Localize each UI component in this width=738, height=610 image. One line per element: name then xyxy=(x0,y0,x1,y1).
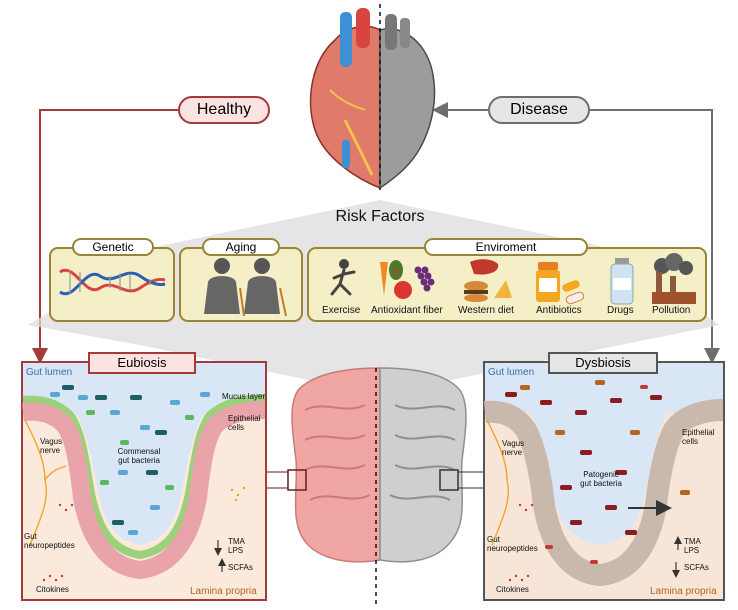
eubiosis-panel xyxy=(21,361,267,601)
genetic-label: Genetic xyxy=(92,240,134,254)
environment-label: Enviroment xyxy=(475,240,537,254)
dysbiosis-lps-label: LPS xyxy=(684,546,700,555)
pollution-icon xyxy=(652,253,696,304)
healthy-label: Healthy xyxy=(196,101,252,118)
drugs-label: Drugs xyxy=(607,305,634,316)
disease-label: Disease xyxy=(510,101,568,118)
dysbiosis-title: Dysbiosis xyxy=(575,355,631,370)
dysbiosis-title-box: Dysbiosis xyxy=(548,352,658,374)
pathogenic-bacteria-label: Patogenic gut bacteria xyxy=(580,470,622,488)
healthy-arrow xyxy=(32,109,178,364)
dysbiosis-gut-lumen: Gut lumen xyxy=(488,367,535,378)
eubiosis-vagus-label: Vagus nerve xyxy=(40,437,63,455)
environment-tab: Enviroment xyxy=(424,238,588,256)
eubiosis-title-box: Eubiosis xyxy=(88,352,196,374)
dysbiosis-vagus-label: Vagus nerve xyxy=(502,439,525,457)
elderly-couple-icon xyxy=(204,258,287,317)
antioxidant-fiber-label: Antioxidant fiber xyxy=(371,305,443,316)
dysbiosis-neuropeptides-label: Gut neuropeptides xyxy=(487,535,538,553)
commensal-bacteria-label: Commensal gut bacteria xyxy=(117,447,161,465)
eubiosis-neuropeptides-label: Gut neuropeptides xyxy=(24,532,75,550)
genetic-tab: Genetic xyxy=(72,238,154,256)
drugs-icon xyxy=(610,258,634,305)
dysbiosis-panel xyxy=(483,361,725,601)
eubiosis-lamina-label: Lamina propria xyxy=(190,586,257,597)
eubiosis-lps-label: LPS xyxy=(228,546,244,555)
eubiosis-epithelial-label: Epithelial cells xyxy=(228,414,261,432)
intestine-illustration xyxy=(265,367,485,563)
exercise-icon xyxy=(330,259,356,296)
heart-illustration xyxy=(309,8,436,190)
dysbiosis-tma-label: TMA xyxy=(684,537,701,546)
dysbiosis-epithelial-label: Epithelial cells xyxy=(682,428,715,446)
eubiosis-title: Eubiosis xyxy=(117,355,167,370)
dysbiosis-lamina-label: Lamina propria xyxy=(650,586,717,597)
risk-factors-title: Risk Factors xyxy=(335,208,425,225)
eubiosis-scfas-label: SCFAs xyxy=(228,563,253,572)
exercise-label: Exercise xyxy=(322,305,361,316)
aging-label: Aging xyxy=(225,240,257,254)
antibiotics-icon xyxy=(536,262,585,305)
pollution-label: Pollution xyxy=(652,305,691,316)
eubiosis-gut-lumen: Gut lumen xyxy=(26,367,73,378)
eubiosis-tma-label: TMA xyxy=(228,537,245,546)
dysbiosis-citokines-label: Citokines xyxy=(496,585,529,594)
mucus-layer-label: Mucus layer xyxy=(222,392,266,401)
aging-tab: Aging xyxy=(202,238,280,256)
western-diet-icon xyxy=(464,259,512,302)
antibiotics-label: Antibiotics xyxy=(536,305,582,316)
disease-pill: Disease xyxy=(488,96,590,124)
antioxidant-fiber-icon xyxy=(380,260,435,299)
eubiosis-citokines-label: Citokines xyxy=(36,585,69,594)
dysbiosis-scfas-label: SCFAs xyxy=(684,563,709,572)
western-diet-label: Western diet xyxy=(458,305,514,316)
healthy-pill: Healthy xyxy=(178,96,270,124)
disease-arrow xyxy=(432,102,720,364)
dna-icon xyxy=(59,268,166,296)
